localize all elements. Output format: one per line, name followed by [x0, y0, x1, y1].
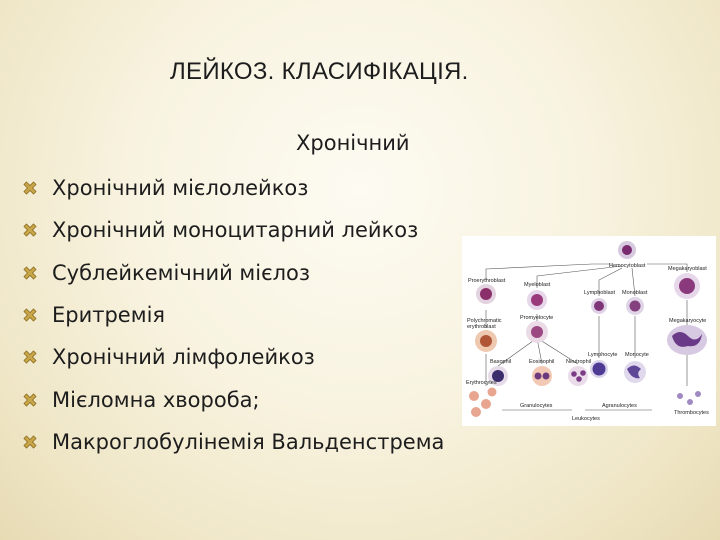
label-agranulocytes: Agranulocytes: [602, 403, 637, 409]
x-bullet-icon: [22, 392, 52, 408]
thrombocyte-icon: [695, 391, 701, 397]
label-lymphoblast: Lymphoblast: [584, 290, 615, 296]
label-erythroblast: erythroblast: [467, 324, 496, 330]
thrombocyte-icon: [677, 393, 683, 399]
classification-list: Хронічний мієлолейкоз Хронічний моноцита…: [22, 167, 444, 463]
label-promyelocyte: Promyelocyte: [520, 315, 553, 321]
x-bullet-icon: [22, 349, 52, 365]
x-bullet-icon: [22, 180, 52, 196]
label-megakaryocyte: Megakaryocyte: [669, 318, 706, 324]
list-item: Хронічний моноцитарний лейкоз: [22, 209, 444, 251]
list-item: Хронічний лімфолейкоз: [22, 336, 444, 378]
nucleus-icon: [629, 300, 641, 312]
list-item: Сублейкемічний мієлоз: [22, 252, 444, 294]
label-hemocytoblast: Hemocytoblast: [609, 263, 646, 269]
list-item: Макроглобулінемія Вальденстрема: [22, 421, 444, 463]
nucleus-icon: [576, 376, 582, 382]
list-item: Мієломна хвороба;: [22, 378, 444, 420]
label-eosinophil: Eosinophil: [529, 359, 554, 365]
label-proerythroblast: Proerythroblast: [468, 278, 506, 284]
nucleus-icon: [492, 370, 504, 382]
list-item-text: Хронічний мієлолейкоз: [52, 176, 309, 201]
hematopoiesis-diagram: Hemocytoblast Proerythroblast Myeloblast…: [462, 236, 716, 426]
thrombocyte-icon: [687, 399, 693, 405]
erythrocyte-icon: [481, 399, 491, 409]
list-item-text: Хронічний моноцитарний лейкоз: [52, 218, 419, 243]
slide-subtitle: Хронічний: [296, 131, 410, 155]
diagram-labels: Hemocytoblast Proerythroblast Myeloblast…: [466, 263, 709, 422]
nucleus-icon: [592, 362, 606, 376]
x-bullet-icon: [22, 265, 52, 281]
x-bullet-icon: [22, 434, 52, 450]
nucleus-icon: [534, 372, 542, 380]
list-item: Еритремія: [22, 294, 444, 336]
list-item-text: Хронічний лімфолейкоз: [52, 345, 315, 370]
nucleus-icon: [531, 294, 543, 306]
label-polychromatic: Polychromatic: [467, 318, 502, 324]
slide-title: ЛЕЙКОЗ. КЛАСИФІКАЦІЯ.: [170, 58, 469, 85]
nucleus-icon: [580, 370, 586, 376]
label-monocyte: Monocyte: [625, 352, 649, 358]
label-monoblast: Monoblast: [622, 290, 648, 296]
nucleus-icon: [594, 301, 604, 311]
nucleus-icon: [679, 278, 695, 294]
list-item: Хронічний мієлолейкоз: [22, 167, 444, 209]
eosinophil-cell-icon: [532, 366, 552, 386]
neutrophil-cell-icon: [568, 366, 588, 386]
nucleus-icon: [627, 365, 641, 379]
label-granulocytes: Granulocytes: [520, 403, 553, 409]
erythrocyte-icon: [469, 391, 479, 401]
label-erythrocytes: Erythrocytes: [466, 380, 497, 386]
label-basophil: Basophil: [490, 359, 511, 365]
list-item-text: Еритремія: [52, 303, 166, 328]
x-bullet-icon: [22, 222, 52, 238]
label-lymphocyte: Lymphocyte: [588, 352, 617, 358]
nucleus-icon: [531, 326, 543, 338]
label-neutrophil: Neutrophil: [566, 359, 591, 365]
list-item-text: Мієломна хвороба;: [52, 387, 260, 412]
x-bullet-icon: [22, 307, 52, 323]
erythrocyte-icon: [471, 407, 481, 417]
nucleus-icon: [622, 245, 632, 255]
nucleus-icon: [480, 288, 492, 300]
erythrocyte-icon: [487, 387, 497, 397]
list-item-text: Макроглобулінемія Вальденстрема: [52, 429, 445, 454]
list-item-text: Сублейкемічний мієлоз: [52, 260, 311, 285]
nucleus-icon: [480, 335, 492, 347]
nucleus-icon: [672, 332, 702, 347]
diagram-cells: [469, 241, 707, 417]
label-megakaryoblast: Megakaryoblast: [668, 266, 707, 272]
nucleus-icon: [571, 371, 577, 377]
label-myeloblast: Myeloblast: [524, 282, 551, 288]
nucleus-icon: [542, 372, 550, 380]
label-thrombocytes: Thrombocytes: [674, 410, 709, 416]
label-leukocytes: Leukocytes: [572, 416, 600, 422]
